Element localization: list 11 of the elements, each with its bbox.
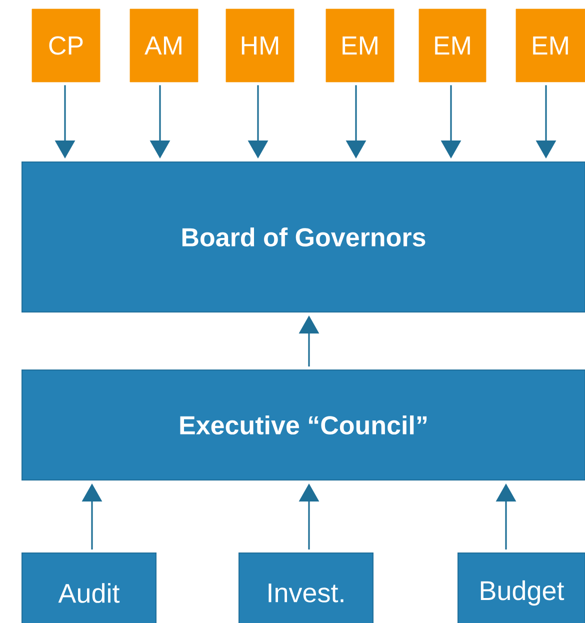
board-box: Executive “Council” (22, 370, 585, 480)
member-box: HM (226, 8, 294, 82)
member-box: EM (516, 8, 585, 82)
committee-box: Invest. (238, 552, 374, 623)
committee-box: Budget (458, 552, 585, 623)
member-box: AM (130, 8, 198, 82)
board-box: Board of Governors (22, 162, 585, 312)
member-box: CP (32, 8, 100, 82)
committee-box: Audit (22, 552, 156, 623)
member-box: EM (326, 8, 394, 82)
member-box: EM (418, 8, 486, 82)
